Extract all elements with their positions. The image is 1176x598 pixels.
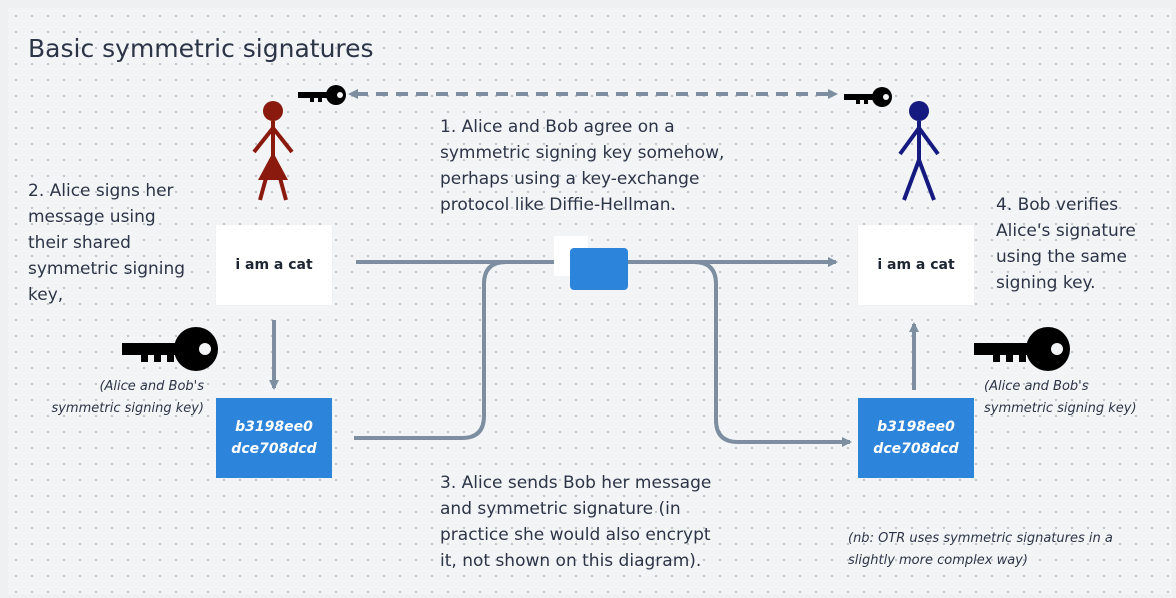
alice-signature-box: b3198ee0 dce708dcd (216, 398, 332, 478)
bob-figure (898, 101, 940, 201)
key-icon (844, 87, 892, 107)
key-icon (974, 327, 1070, 371)
bob-key-caption: (Alice and Bob's symmetric signing key) (984, 379, 1137, 416)
signature-path-right (620, 260, 852, 447)
bob-message-box: i am a cat (858, 225, 974, 305)
otr-note: (nb: OTR uses symmetric signatures in a … (848, 531, 1113, 568)
step-3-text: 3. Alice sends Bob her message and symme… (440, 473, 712, 571)
alice-figure (252, 101, 294, 201)
transit-signature (570, 248, 628, 290)
key-icon (298, 85, 346, 105)
step-2-text: 2. Alice signs her message using their s… (28, 181, 186, 305)
bob-signature-box: b3198ee0 dce708dcd (858, 398, 974, 478)
page-title: Basic symmetric signatures (28, 34, 374, 63)
step-4-text: 4. Bob verifies Alice's signature using … (996, 195, 1136, 293)
alice-key-caption: (Alice and Bob's symmetric signing key) (51, 379, 204, 416)
signature-path-left (354, 260, 540, 440)
key-icon (122, 327, 218, 371)
alice-message-box: i am a cat (216, 225, 332, 305)
diagram-canvas (8, 8, 1172, 594)
step-1-text: 1. Alice and Bob agree on a symmetric si… (440, 117, 725, 215)
